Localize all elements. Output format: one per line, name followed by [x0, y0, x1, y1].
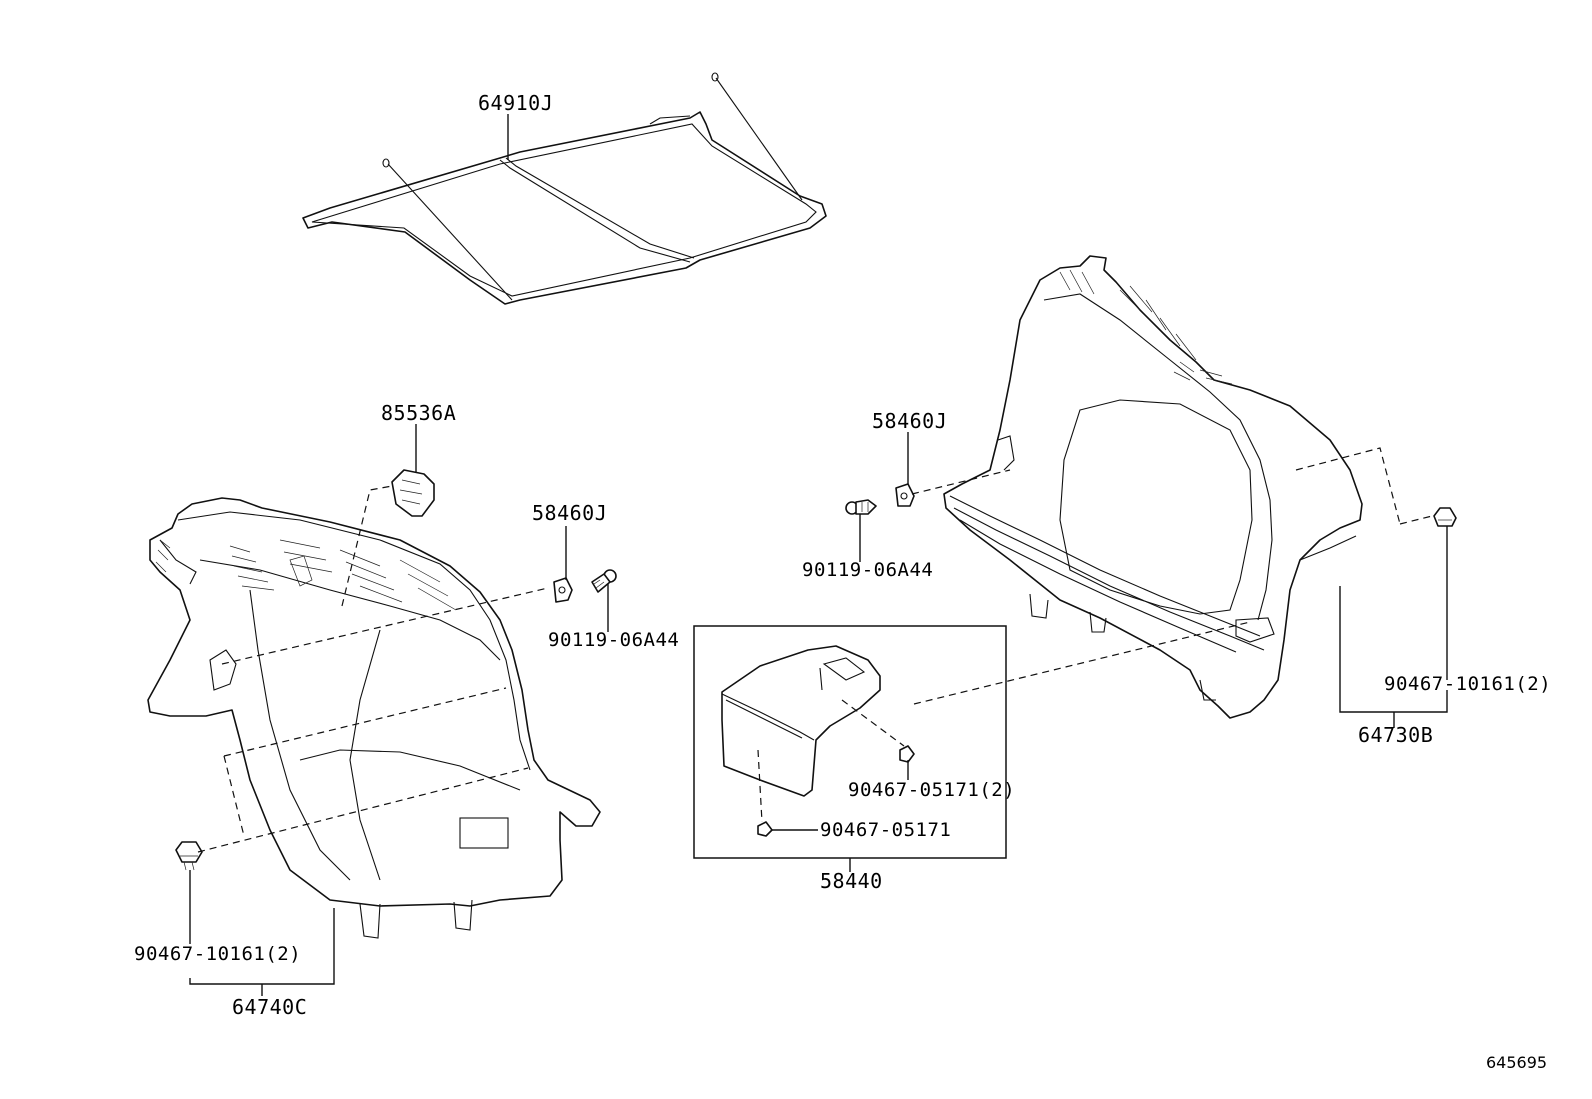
label-90119-06A44-left: 90119-06A44 [548, 629, 679, 651]
label-90467-10161-right: 90467-10161(2) [1384, 673, 1551, 695]
label-58460J-right: 58460J [872, 409, 947, 433]
label-64730B: 64730B [1358, 723, 1433, 747]
leader-lines [189, 114, 1448, 996]
label-64910J: 64910J [478, 91, 553, 115]
reference-number: 645695 [1486, 1053, 1547, 1072]
clip-58460J-right[interactable] [895, 483, 915, 507]
connector-85536A[interactable] [391, 469, 435, 517]
label-90467-05171: 90467-05171 [820, 819, 951, 841]
label-58460J-left: 58460J [532, 501, 607, 525]
tonneau-cover-64910J[interactable] [302, 72, 827, 305]
label-64740C: 64740C [232, 995, 307, 1019]
clip-90467-10161-left[interactable] [175, 841, 203, 871]
part-labels: 64910J 85536A 58460J 90119-06A44 58460J … [134, 91, 1551, 1072]
label-90119-06A44-right: 90119-06A44 [802, 559, 933, 581]
bolt-90119-06A44-right[interactable] [845, 499, 877, 515]
clip-90467-05171[interactable] [757, 821, 773, 837]
clip-90467-05171-pair[interactable] [899, 745, 915, 763]
bolt-90119-06A44-left[interactable] [591, 569, 617, 593]
clip-90467-10161-right[interactable] [1433, 507, 1457, 527]
clip-58460J-left[interactable] [553, 577, 573, 603]
label-90467-05171-2: 90467-05171(2) [848, 779, 1015, 801]
left-trim-panel-64740C[interactable] [147, 497, 601, 939]
label-85536A: 85536A [381, 401, 456, 425]
assembly-dashed-lines [197, 447, 1433, 853]
label-90467-10161-left: 90467-10161(2) [134, 943, 301, 965]
right-trim-panel-64730B[interactable] [943, 255, 1363, 719]
label-58440: 58440 [820, 869, 883, 893]
